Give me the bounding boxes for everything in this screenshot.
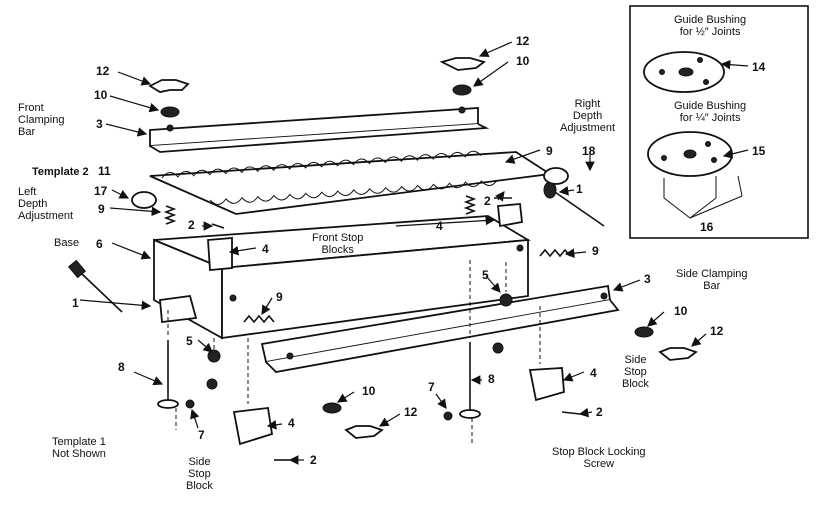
- wing-nut-left: [148, 79, 190, 93]
- callout-7-left: 7: [198, 428, 205, 442]
- callout-2-left-screw: 2: [310, 453, 317, 467]
- label-template: Template 2: [32, 166, 89, 178]
- callout-12-bottom: 12: [404, 405, 418, 419]
- callout-2-front-stop: 2: [188, 218, 195, 232]
- callout-9-right-top: 9: [546, 144, 553, 158]
- wing-nut-right: [439, 57, 486, 71]
- callout-10-left: 10: [94, 88, 108, 102]
- callout-9-right-mid: 9: [592, 244, 599, 258]
- callout-6: 6: [96, 237, 103, 251]
- callout-8-mid: 8: [488, 372, 495, 386]
- callout-4-side: 4: [590, 366, 597, 380]
- callout-16: 16: [700, 220, 714, 234]
- callout-5-mid: 5: [482, 268, 489, 282]
- callout-4-front-stop-right: 4: [436, 219, 443, 233]
- front-clamping-bar: [149, 106, 490, 153]
- callout-2-right: 2: [484, 194, 491, 208]
- callout-12-side: 12: [710, 324, 724, 338]
- label-front-stop-blocks: Front Stop Blocks: [312, 232, 364, 256]
- guide-bushing-quarter: [647, 131, 743, 219]
- dashed-guides: [167, 260, 541, 446]
- callout-12-right: 12: [516, 34, 530, 48]
- label-side-clamping-bar: Side Clamping Bar: [676, 268, 748, 292]
- washer-right: [452, 84, 472, 96]
- washers-and-nuts-bottom: [322, 326, 698, 439]
- callout-11: 11: [98, 164, 111, 178]
- label-side-stop-block-left: Side Stop Block: [186, 456, 213, 492]
- guide-bushing-half: [643, 51, 725, 93]
- label-guide-bushing-quarter: Guide Bushing for ¼″ Joints: [674, 100, 747, 124]
- callout-10-right: 10: [516, 54, 530, 68]
- side-clamping-bar: [260, 284, 620, 373]
- label-template1-note: Template 1 Not Shown: [52, 436, 106, 460]
- callout-18: 18: [582, 144, 596, 158]
- base: [153, 215, 531, 340]
- label-front-clamping-bar: Front Clamping Bar: [18, 102, 65, 138]
- callout-3-side: 3: [644, 272, 651, 286]
- label-base: Base: [54, 237, 80, 249]
- label-left-depth-adjustment: Left Depth Adjustment: [18, 186, 74, 222]
- callout-4-left-side-stop: 4: [288, 416, 295, 430]
- callout-5-left: 5: [186, 334, 193, 348]
- callout-14: 14: [752, 60, 766, 74]
- callout-2-side: 2: [596, 405, 603, 419]
- callout-8-left: 8: [118, 360, 125, 374]
- callout-10-bottom: 10: [362, 384, 376, 398]
- callout-3-front: 3: [96, 117, 103, 131]
- stop-blocks: [159, 203, 565, 446]
- leader-lines: [79, 41, 749, 465]
- callout-15: 15: [752, 144, 766, 158]
- callout-7-mid: 7: [428, 380, 435, 394]
- washer-left: [160, 106, 180, 118]
- label-side-stop-block-right: Side Stop Block: [622, 354, 649, 390]
- label-right-depth-adjustment: Right Depth Adjustment: [560, 98, 616, 134]
- callout-10-side: 10: [674, 304, 688, 318]
- inset-box: [629, 5, 809, 239]
- label-stop-block-locking-screw: Stop Block Locking Screw: [552, 446, 646, 470]
- callout-12-left: 12: [96, 64, 110, 78]
- label-guide-bushing-half: Guide Bushing for ½″ Joints: [674, 14, 747, 38]
- callout-17: 17: [94, 184, 108, 198]
- callout-1-right: 1: [576, 182, 583, 196]
- callout-9-left: 9: [98, 202, 105, 216]
- callout-9-front: 9: [276, 290, 283, 304]
- callout-1-left: 1: [72, 296, 79, 310]
- callout-4-front-stop-left: 4: [262, 242, 269, 256]
- adjustment-screws: [67, 167, 605, 313]
